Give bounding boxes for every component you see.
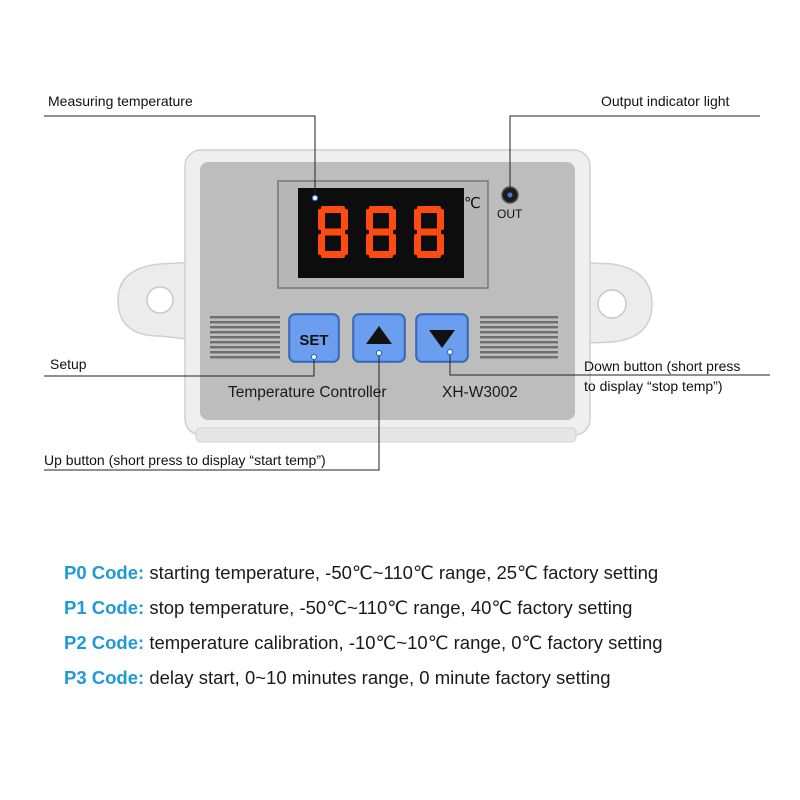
down-button[interactable] xyxy=(415,313,469,363)
segment-f xyxy=(414,209,421,230)
segment-a xyxy=(321,206,345,213)
code-label: P2 Code: xyxy=(64,632,150,653)
model-number: XH-W3002 xyxy=(442,384,518,401)
code-list: P0 Code: starting temperature, -50℃~110℃… xyxy=(64,562,784,702)
segment-c xyxy=(389,234,396,255)
leader-lines xyxy=(44,115,770,471)
leader-setup xyxy=(44,358,315,377)
callout-setup: Setup xyxy=(50,356,87,372)
set-button-label: SET xyxy=(299,332,328,349)
up-arrow-icon xyxy=(366,326,392,344)
up-button[interactable] xyxy=(352,313,406,363)
ridge-stripe xyxy=(480,331,558,334)
segment-d xyxy=(417,251,441,258)
segment-d xyxy=(369,251,393,258)
down-arrow-icon xyxy=(429,330,455,348)
display-digit xyxy=(318,206,348,258)
ridge-stripe xyxy=(480,336,558,339)
output-indicator-dot xyxy=(507,192,513,198)
code-row-p1: P1 Code: stop temperature, -50℃~110℃ ran… xyxy=(64,597,784,632)
callout-down-button-line2: to display “stop temp”) xyxy=(584,378,723,394)
display-digit xyxy=(366,206,396,258)
ridge-stripe xyxy=(210,321,280,324)
leader-down xyxy=(449,353,770,376)
segment-b xyxy=(341,209,348,230)
code-description: temperature calibration, -10℃~10℃ range,… xyxy=(149,632,663,653)
callout-output-indicator: Output indicator light xyxy=(601,93,730,109)
ridge-stripe xyxy=(210,341,280,344)
left-mounting-hole xyxy=(146,286,174,314)
segment-e xyxy=(414,234,421,255)
segment-g xyxy=(417,228,441,236)
code-description: stop temperature, -50℃~110℃ range, 40℃ f… xyxy=(149,597,633,618)
segment-b xyxy=(437,209,444,230)
code-row-p3: P3 Code: delay start, 0~10 minutes range… xyxy=(64,667,784,702)
leader-up xyxy=(44,354,380,471)
unit-label: ℃ xyxy=(464,195,481,212)
display-digit xyxy=(414,206,444,258)
code-label: P3 Code: xyxy=(64,667,150,688)
ridge-stripe xyxy=(480,346,558,349)
segment-e xyxy=(318,234,325,255)
segment-e xyxy=(366,234,373,255)
ridge-stripe xyxy=(210,346,280,349)
code-label: P1 Code: xyxy=(64,597,150,618)
right-mounting-hole xyxy=(597,289,627,319)
ridge-stripe xyxy=(210,351,280,354)
segment-c xyxy=(341,234,348,255)
segment-d xyxy=(321,251,345,258)
segment-g xyxy=(321,228,345,236)
segment-a xyxy=(369,206,393,213)
code-label: P0 Code: xyxy=(64,562,150,583)
ridge-stripe xyxy=(480,351,558,354)
code-description: delay start, 0~10 minutes range, 0 minut… xyxy=(149,667,611,688)
ridge-stripe xyxy=(210,356,280,359)
segment-c xyxy=(437,234,444,255)
callout-up-button: Up button (short press to display “start… xyxy=(44,452,326,468)
ridge-stripe xyxy=(210,316,280,319)
ridge-stripe xyxy=(210,336,280,339)
callout-measuring-temperature: Measuring temperature xyxy=(48,93,193,109)
segment-f xyxy=(318,209,325,230)
ridge-stripe xyxy=(480,356,558,359)
leader-measuring xyxy=(44,115,316,195)
ridge-stripe xyxy=(210,331,280,334)
code-row-p2: P2 Code: temperature calibration, -10℃~1… xyxy=(64,632,784,667)
housing-lip xyxy=(195,427,577,443)
seven-segment-display xyxy=(318,206,444,258)
callout-down-button-line1: Down button (short press xyxy=(584,358,741,374)
segment-f xyxy=(366,209,373,230)
segment-g xyxy=(369,228,393,236)
segment-a xyxy=(417,206,441,213)
leader-dots xyxy=(310,194,454,361)
set-button[interactable]: SET xyxy=(288,313,340,363)
code-description: starting temperature, -50℃~110℃ range, 2… xyxy=(149,562,659,583)
segment-b xyxy=(389,209,396,230)
ridge-stripe xyxy=(480,316,558,319)
ridge-stripes xyxy=(210,316,558,359)
ridge-stripe xyxy=(480,321,558,324)
out-label: OUT xyxy=(497,207,523,221)
ridge-stripe xyxy=(480,341,558,344)
leader-output xyxy=(509,115,760,190)
code-row-p0: P0 Code: starting temperature, -50℃~110℃… xyxy=(64,562,784,597)
device-name: Temperature Controller xyxy=(228,384,387,401)
ridge-stripe xyxy=(210,326,280,329)
ridge-stripe xyxy=(480,326,558,329)
